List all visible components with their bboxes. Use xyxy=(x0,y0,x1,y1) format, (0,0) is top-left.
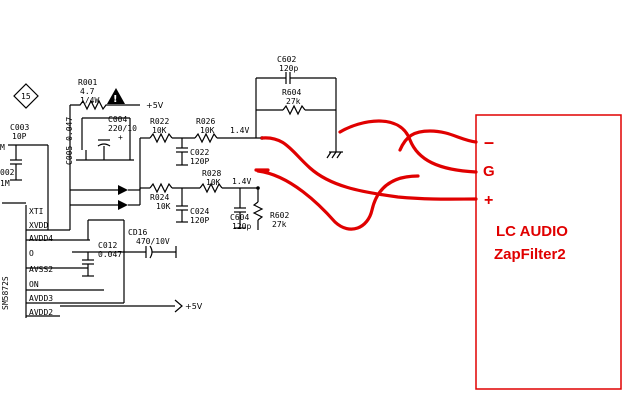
r024-resistor xyxy=(149,182,173,194)
c003-value: 10P xyxy=(12,132,27,141)
m-label: M xyxy=(0,143,5,152)
c022-ref: C022 xyxy=(190,148,209,157)
r604-value: 27k xyxy=(286,97,301,106)
c604-ref: C604 xyxy=(230,213,249,222)
r022-resistor xyxy=(149,132,173,144)
r028-value: 10K xyxy=(206,178,221,187)
red-wire-signal-bottom xyxy=(256,169,420,231)
r028-resistor xyxy=(199,182,223,194)
cd16-value: 470/10V xyxy=(136,237,170,246)
plus5v-bottom-label: +5V xyxy=(185,302,203,311)
v-top-label: 1.4V xyxy=(230,126,249,135)
box-g-label: G xyxy=(483,163,495,180)
c003-ref: C003 xyxy=(10,123,29,132)
red-wire-signal-top xyxy=(260,136,478,201)
c022-value: 120P xyxy=(190,157,209,166)
pin-avdd2: AVDD2 xyxy=(29,308,53,317)
v-bottom-label: 1.4V xyxy=(232,177,251,186)
pin-xvdd: XVDD xyxy=(29,221,48,230)
c602-value: 120p xyxy=(279,64,298,73)
ground-hatch xyxy=(336,151,342,159)
r002-value: 1M xyxy=(0,179,10,188)
r028-ref: R028 xyxy=(202,169,221,178)
r024-value: 10K xyxy=(156,202,171,211)
arrow-right-icon xyxy=(118,185,128,195)
r604-ref: R604 xyxy=(282,88,301,97)
ground-hatch xyxy=(331,151,337,159)
marker-diamond xyxy=(13,83,39,109)
r602-value: 27k xyxy=(272,220,287,229)
cd16-plate2 xyxy=(149,245,153,259)
cd16-ref: CD16 xyxy=(128,228,147,237)
r024-ref: R024 xyxy=(150,193,169,202)
chip-part-label: SM5872S xyxy=(1,276,10,310)
c024-value: 120P xyxy=(190,216,209,225)
arrow-right-icon xyxy=(118,200,128,210)
c004-value: 220/10 xyxy=(108,124,137,133)
pin-avdd3: AVDD3 xyxy=(29,294,53,303)
pin-avss2: AVSS2 xyxy=(29,265,53,274)
c024-ref: C024 xyxy=(190,207,209,216)
red-wire-ground xyxy=(338,119,478,174)
marker-15-label: 15 xyxy=(21,92,31,101)
c604-value: 120p xyxy=(232,222,251,231)
r026-ref: R026 xyxy=(196,117,215,126)
box-title-line1: LC AUDIO xyxy=(496,223,568,240)
r604-resistor xyxy=(282,104,306,116)
ground-hatch xyxy=(326,151,332,159)
r026-value: 10K xyxy=(200,126,215,135)
pin-avdd4: AVDD4 xyxy=(29,234,53,243)
arrow-open-right-icon xyxy=(174,299,183,313)
r001-ref: R001 xyxy=(78,78,97,87)
box-title-line2: ZapFilter2 xyxy=(494,246,566,263)
r001-power: 1/4W xyxy=(80,96,99,105)
r001-resistor xyxy=(70,99,140,111)
r602-ref: R602 xyxy=(270,211,289,220)
c602-ref: C602 xyxy=(277,55,296,64)
c012-value: 0.047 xyxy=(98,250,122,259)
c005-label: C005 0.047 xyxy=(65,117,74,165)
c004-plus: + xyxy=(118,133,123,142)
r002-ref: 002 xyxy=(0,168,15,177)
box-plus-label: + xyxy=(484,192,493,209)
zapfilter-box xyxy=(475,114,622,390)
pin-o: O xyxy=(29,249,34,258)
plus5v-top-label: +5V xyxy=(146,101,164,110)
r001-value: 4.7 xyxy=(80,87,95,96)
pin-xti: XTI xyxy=(29,207,44,216)
r022-value: 10K xyxy=(152,126,167,135)
r602-resistor xyxy=(252,201,264,221)
warning-icon xyxy=(107,88,125,104)
r026-resistor xyxy=(194,132,218,144)
c004-ref: C004 xyxy=(108,115,127,124)
red-wire-minus xyxy=(398,129,478,152)
warning-mark: ! xyxy=(113,94,118,105)
box-minus-label: – xyxy=(484,132,494,152)
c012-ref: C012 xyxy=(98,241,117,250)
pin-on: ON xyxy=(29,280,39,289)
r022-ref: R022 xyxy=(150,117,169,126)
c004-plate2 xyxy=(97,143,111,147)
